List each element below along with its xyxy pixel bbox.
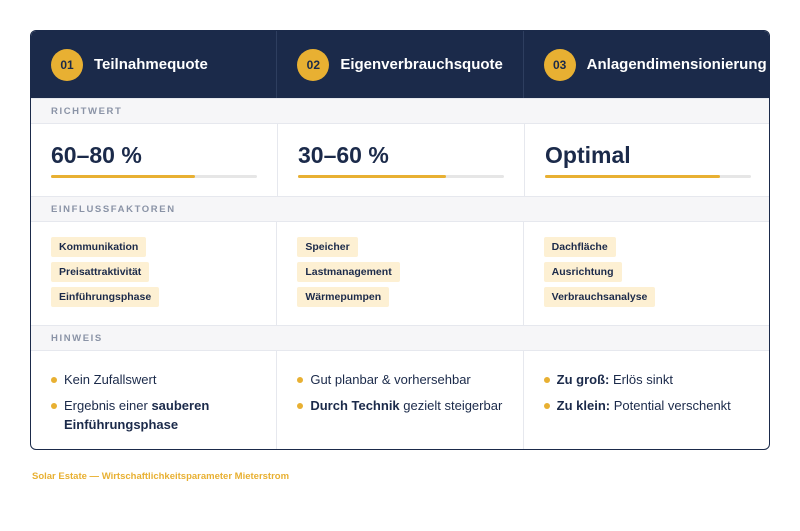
parameter-table: 01 Teilnahmequote 02 Eigenverbrauchsquot… [30,30,770,450]
note-item: Kein Zufallswert [51,370,256,389]
bullet-dot-icon [297,402,304,409]
value-text: 60–80 % [51,142,142,168]
values-row: 60–80 % 30–60 % Optimal [31,124,769,196]
number-badge: 03 [543,48,576,81]
note-item: Durch Technik gezielt steigerbar [297,396,502,415]
table-header: 01 Teilnahmequote 02 Eigenverbrauchsquot… [31,31,769,98]
progress-bar-fill [298,175,447,178]
header-cell-1: 01 Teilnahmequote [31,31,278,98]
factors-cell: Kommunikation Preisattraktivität Einführ… [31,222,278,325]
progress-bar [545,175,751,178]
note-item: Ergebnis einer sauberen Einführungsphase [51,396,256,434]
notes-cell: Kein Zufallswert Ergebnis einer sauberen… [31,351,278,449]
factor-tag: Preisattraktivität [51,262,150,282]
progress-bar-fill [51,175,196,178]
notes-cell: Gut planbar & vorhersehbar Durch Technik… [277,351,524,449]
note-item: Zu groß: Erlös sinkt [543,370,749,389]
value-text: Optimal [545,142,631,168]
notes-cell: Zu groß: Erlös sinkt Zu klein: Potential… [524,351,769,449]
factor-tag: Verbrauchsanalyse [543,287,656,307]
note-text: Zu klein: Potential verschenkt [556,398,731,413]
section-label-richtwert: RICHTWERT [31,98,769,124]
bullet-dot-icon [543,402,550,409]
number-badge: 01 [51,48,83,81]
note-text: Kein Zufallswert [64,372,157,387]
header-cell-3: 03 Anlagendimensionierung [524,31,769,98]
footer-caption: Solar Estate — Wirtschaftlichkeitsparame… [32,471,290,482]
column-title: Eigenverbrauchsquote [340,56,503,73]
notes-row: Kein Zufallswert Ergebnis einer sauberen… [31,351,769,449]
factor-tag: Ausrichtung [543,262,622,282]
factors-cell: Speicher Lastmanagement Wärmepumpen [277,222,524,325]
progress-bar-fill [545,175,721,178]
progress-bar [51,175,257,178]
factor-tag: Speicher [297,237,358,257]
note-text: Zu groß: Erlös sinkt [556,372,673,387]
number-badge: 02 [297,48,330,81]
note-item: Zu klein: Potential verschenkt [543,396,749,415]
bullet-dot-icon [51,376,57,383]
section-label-hinweis: HINWEIS [31,325,769,351]
bullet-dot-icon [297,376,304,383]
bullet-dot-icon [51,402,57,409]
factors-cell: Dachfläche Ausrichtung Verbrauchsanalyse [524,222,769,325]
factor-tag: Dachfläche [543,237,616,257]
value-text: 30–60 % [298,142,389,168]
factor-tag: Lastmanagement [297,262,400,282]
note-item: Gut planbar & vorhersehbar [297,370,502,389]
value-cell: 30–60 % [278,124,525,196]
value-cell: Optimal [525,124,769,196]
header-cell-2: 02 Eigenverbrauchsquote [277,31,524,98]
bullet-dot-icon [543,376,550,383]
column-title: Teilnahmequote [94,56,208,73]
section-label-einflussfaktoren: EINFLUSSFAKTOREN [31,196,769,222]
factors-row: Kommunikation Preisattraktivität Einführ… [31,222,769,325]
note-text: Gut planbar & vorhersehbar [310,372,471,387]
note-text: Durch Technik gezielt steigerbar [310,398,503,413]
note-text: Ergebnis einer sauberen Einführungsphase [64,398,210,432]
factor-tag: Einführungsphase [51,287,160,307]
factor-tag: Kommunikation [51,237,147,257]
factor-tag: Wärmepumpen [297,287,390,307]
value-cell: 60–80 % [31,124,278,196]
column-title: Anlagendimensionierung [586,56,767,73]
progress-bar [298,175,504,178]
